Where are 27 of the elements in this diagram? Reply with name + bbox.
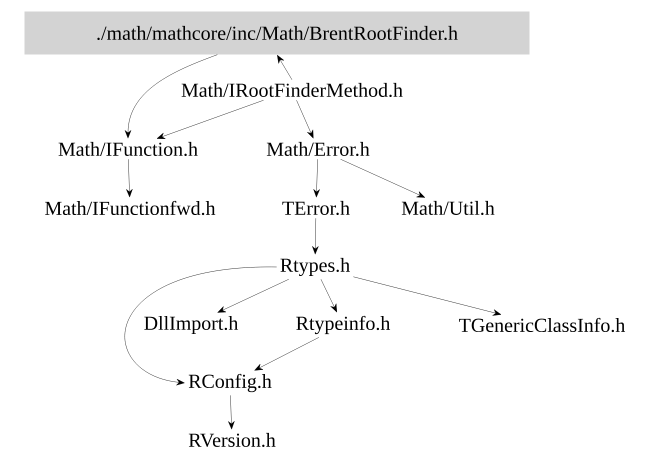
arrow <box>320 279 337 312</box>
arrow <box>156 100 264 139</box>
file-label: TGenericClassInfo.h <box>459 318 626 332</box>
file-label: Rtypeinfo.h <box>296 316 390 334</box>
arrow <box>353 276 502 316</box>
arrow <box>254 337 320 371</box>
file-label: DllImport.h <box>144 316 238 334</box>
arrow <box>277 54 292 80</box>
file-label: Math/IFunction.h <box>58 142 198 156</box>
arrow <box>126 159 133 198</box>
file-label: Math/IRootFinderMethod.h <box>182 82 403 98</box>
file-label: RVersion.h <box>188 432 276 448</box>
file-label: Math/Util.h <box>402 200 495 216</box>
arrow <box>296 100 314 138</box>
file-label: Math/Error.h <box>266 142 370 156</box>
arrow <box>124 54 218 138</box>
arrow <box>124 266 277 386</box>
arrow <box>228 395 235 430</box>
arrow <box>312 218 319 254</box>
arrow <box>313 159 320 198</box>
arrow <box>340 159 426 198</box>
file-label: TError.h <box>282 200 350 216</box>
file-label: Math/IFunctionfwd.h <box>45 200 216 216</box>
file-label: Rtypes.h <box>280 258 350 276</box>
file-box: ./math/mathcore/inc/Math/BrentRootFinder.h <box>24 12 530 54</box>
file-label: RConfig.h <box>188 374 272 392</box>
arrow <box>217 279 289 313</box>
